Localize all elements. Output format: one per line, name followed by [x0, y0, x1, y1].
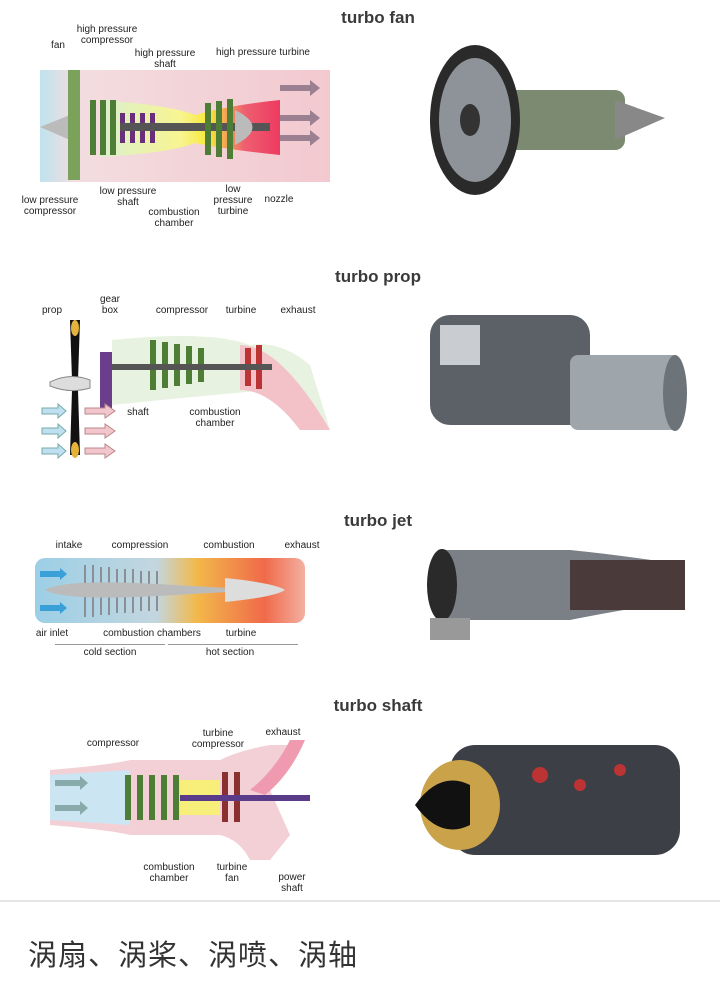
cold-section-bracket	[55, 644, 165, 645]
turboshaft-diagram	[50, 740, 310, 860]
turboprop-diagram	[41, 320, 330, 460]
label-exhaust: exhaust	[265, 727, 301, 738]
label-combustion-chamber: combustion chamber	[189, 407, 241, 429]
turboshaft-photo	[415, 745, 680, 855]
label-combustion-chamber: combustion chamber	[143, 862, 195, 884]
label-cold-section: cold section	[83, 647, 137, 658]
turbofan-title: turbo fan	[341, 8, 415, 27]
label-power-shaft: power shaft	[278, 872, 306, 894]
label-combustion-chambers: combustion chambers	[103, 628, 201, 639]
label-combustion-chamber: combustion chamber	[148, 207, 200, 229]
label-compressor: compressor	[155, 305, 209, 316]
label-fan: fan	[51, 40, 65, 51]
label-hp-compressor: high pressure compressor	[76, 24, 138, 46]
turboprop-title: turbo prop	[335, 267, 421, 286]
label-turbine-compressor: turbine compressor	[191, 728, 245, 750]
engine-types-figure: turbo fan fan high pressure compressor h…	[0, 8, 720, 902]
label-compressor: compressor	[86, 738, 140, 749]
label-lp-turbine: low pressure turbine	[213, 184, 253, 217]
label-intake: intake	[55, 540, 83, 551]
turbofan-diagram	[40, 70, 330, 182]
turboprop-photo	[430, 315, 687, 431]
label-compression: compression	[111, 540, 169, 551]
turbojet-title: turbo jet	[344, 511, 412, 530]
label-exhaust: exhaust	[284, 540, 320, 551]
label-hot-section: hot section	[205, 647, 255, 658]
label-lp-compressor: low pressure compressor	[21, 195, 79, 217]
label-shaft: shaft	[127, 407, 149, 418]
turbojet-diagram	[35, 558, 305, 623]
label-lp-shaft: low pressure shaft	[99, 186, 157, 208]
turbofan-photo	[430, 45, 665, 195]
label-turbine: turbine	[225, 305, 257, 316]
turboshaft-title: turbo shaft	[333, 696, 423, 715]
label-nozzle: nozzle	[264, 194, 294, 205]
label-hp-shaft: high pressure shaft	[134, 48, 196, 70]
label-gear-box: gear box	[99, 294, 121, 316]
hot-section-bracket	[168, 644, 298, 645]
label-prop: prop	[41, 305, 63, 316]
label-hp-turbine: high pressure turbine	[216, 47, 310, 58]
label-turbine-fan: turbine fan	[216, 862, 248, 884]
label-exhaust: exhaust	[280, 305, 316, 316]
turbojet-photo	[427, 549, 685, 640]
label-air-inlet: air inlet	[35, 628, 69, 639]
label-turbine: turbine	[225, 628, 257, 639]
label-combustion: combustion	[203, 540, 255, 551]
caption: 涡扇、涡桨、涡喷、涡轴	[28, 938, 359, 972]
